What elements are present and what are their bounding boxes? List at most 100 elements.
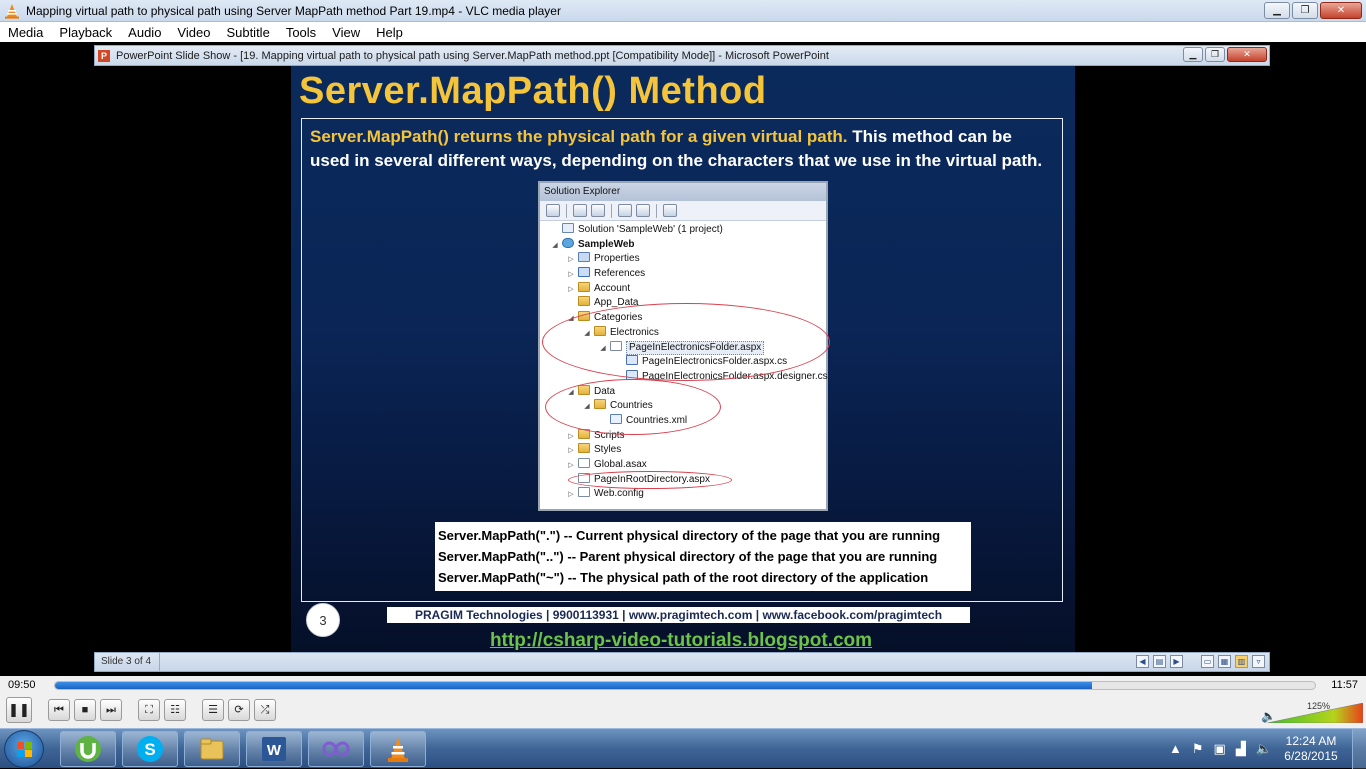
volume-label: 125% (1306, 701, 1330, 711)
slide-url-link[interactable]: http://csharp-video-tutorials.blogspot.c… (489, 630, 873, 651)
time-total: 11:57 (1331, 679, 1358, 691)
tree-node-label: Styles (594, 444, 622, 456)
video-area[interactable]: P PowerPoint Slide Show - [19. Mapping v… (0, 42, 1366, 676)
tree-node[interactable]: ◢ SampleWeb (540, 237, 826, 253)
expand-arrow-icon[interactable]: ▷ (568, 432, 574, 440)
time-elapsed: 09:50 (8, 679, 36, 691)
ppt-statusbar: Slide 3 of 4 ◀ ▤ ▶ ▭ ▦ ▥ ▿ (94, 652, 1270, 672)
ppt-restore-button[interactable]: ❐ (1205, 47, 1225, 62)
tree-node[interactable]: ▷ Properties (540, 252, 826, 267)
taskbar-word[interactable]: W (246, 731, 302, 767)
expand-arrow-icon[interactable]: ▷ (568, 271, 574, 279)
taskbar-explorer[interactable] (184, 731, 240, 767)
previous-slide-icon[interactable]: ◀ (1136, 655, 1149, 668)
stop-button[interactable]: ■ (74, 699, 96, 721)
menu-icon[interactable]: ▤ (1153, 655, 1166, 668)
menu-subtitle[interactable]: Subtitle (226, 24, 270, 40)
menu-playback[interactable]: Playback (59, 24, 113, 40)
proj-icon (562, 237, 574, 248)
view-code-icon (618, 204, 632, 217)
volume-icon[interactable]: 🔈 (1255, 741, 1272, 756)
show-desktop-button[interactable] (1352, 729, 1366, 769)
powerpoint-icon: P (98, 49, 110, 62)
show-all-files-icon (573, 204, 587, 217)
next-slide-icon[interactable]: ▶ (1170, 655, 1183, 668)
previous-button[interactable]: ⏮ (48, 699, 70, 721)
menu-tools[interactable]: Tools (285, 24, 317, 40)
menu-view[interactable]: View (332, 24, 361, 40)
solution-explorer-header: Solution Explorer (540, 183, 826, 201)
expand-arrow-icon[interactable]: ▷ (568, 491, 574, 499)
taskbar-utorrent[interactable] (60, 731, 116, 767)
slide-sorter-icon[interactable]: ▦ (1218, 655, 1231, 668)
expand-arrow-icon[interactable]: ▷ (568, 256, 574, 264)
reading-view-icon[interactable]: ▥ (1235, 655, 1248, 668)
taskbar-vlc[interactable] (370, 731, 426, 767)
file-icon (578, 487, 590, 498)
tree-node[interactable]: ▷ Styles (540, 443, 826, 458)
collapse-arrow-icon[interactable]: ◢ (552, 241, 558, 249)
taskbar-visual-studio[interactable] (308, 731, 364, 767)
shuffle-button[interactable]: ⤮ (254, 699, 276, 721)
tree-node-label: App_Data (594, 297, 639, 309)
tree-node[interactable]: ▷References (540, 267, 826, 282)
tree-node-label: Properties (594, 253, 640, 265)
seek-row: 09:50 11:57 (0, 676, 1366, 696)
pause-button[interactable]: ❚❚ (6, 697, 32, 723)
tree-node[interactable]: ▷Scripts (540, 428, 826, 444)
folder-icon (578, 443, 590, 454)
vlc-menubar: Media Playback Audio Video Subtitle Tool… (0, 22, 1366, 42)
menu-audio[interactable]: Audio (128, 24, 162, 40)
normal-view-icon[interactable]: ▭ (1201, 655, 1214, 668)
volume-slider[interactable] (1267, 703, 1363, 723)
tree-node-label: Solution 'SampleWeb' (1 project) (578, 224, 723, 235)
ppt-minimize-button[interactable]: ▁ (1183, 47, 1203, 62)
minimize-button[interactable]: ▁ (1264, 2, 1290, 19)
action-center-flag-icon[interactable]: ⚑ (1191, 741, 1204, 756)
intro-highlight: Server.MapPath() returns the physical pa… (310, 127, 848, 146)
tree-node-label: Global.asax (594, 459, 647, 470)
start-button[interactable] (4, 730, 44, 768)
menu-help[interactable]: Help (376, 24, 403, 40)
mappath-examples: Server.MapPath(".") -- Current physical … (435, 522, 971, 591)
tree-node-label: SampleWeb (578, 238, 635, 250)
close-button[interactable]: ✕ (1320, 2, 1362, 19)
tree-node[interactable]: App_Data (540, 296, 826, 311)
clock[interactable]: 12:24 AM 6/28/2015 (1280, 734, 1342, 764)
loop-button[interactable]: ⟳ (228, 699, 250, 721)
tree-node[interactable]: ▷Web.config (540, 487, 826, 502)
expand-arrow-icon[interactable]: ▷ (568, 447, 574, 455)
fullscreen-button[interactable]: ⛶ (138, 699, 160, 721)
mappath-parent: Server.MapPath("..") -- Parent physical … (438, 549, 938, 564)
taskbar-skype[interactable]: S (122, 731, 178, 767)
ppt-titlebar: P PowerPoint Slide Show - [19. Mapping v… (94, 45, 1270, 66)
menu-video[interactable]: Video (177, 24, 211, 40)
controls-row: ❚❚ ⏮ ■ ⏭ ⛶ ☷ ☰ ⟳ ⤮ 🔈 125% (0, 696, 1366, 728)
show-hidden-icons-icon[interactable]: ▲ (1168, 741, 1182, 756)
playlist-button[interactable]: ☰ (202, 699, 224, 721)
speaker-icon[interactable]: 🔈 (1261, 709, 1276, 723)
next-button[interactable]: ⏭ (100, 699, 122, 721)
extended-settings-button[interactable]: ☷ (164, 699, 186, 721)
windows-logo-icon (17, 742, 32, 757)
word-icon: W (262, 737, 286, 761)
utorrent-icon (75, 736, 101, 762)
tree-node[interactable]: Solution 'SampleWeb' (1 project) (540, 223, 826, 238)
network-signal-icon[interactable]: ▟ (1235, 741, 1246, 756)
expand-arrow-icon[interactable]: ▷ (568, 462, 574, 469)
tree-node-label: Account (594, 282, 631, 294)
seek-bar-fill (55, 682, 1092, 689)
slideshow-view-icon[interactable]: ▿ (1252, 655, 1265, 668)
tree-node[interactable]: ▷ Account (540, 281, 826, 297)
aspnet-config-icon (663, 204, 677, 217)
seek-bar[interactable] (54, 681, 1316, 690)
ppt-close-button[interactable]: ✕ (1227, 47, 1267, 62)
maximize-button[interactable]: ❐ (1292, 2, 1318, 19)
tree-node[interactable]: ▷ Global.asax (540, 458, 826, 473)
device-icon[interactable]: ▣ (1213, 741, 1226, 756)
expand-arrow-icon[interactable]: ▷ (568, 285, 574, 293)
content-box: Server.MapPath() returns the physical pa… (301, 118, 1063, 602)
slide-title: Server.MapPath() Method (299, 70, 767, 112)
menu-media[interactable]: Media (8, 24, 44, 40)
mappath-current: Server.MapPath(".") -- Current physical … (438, 528, 941, 543)
